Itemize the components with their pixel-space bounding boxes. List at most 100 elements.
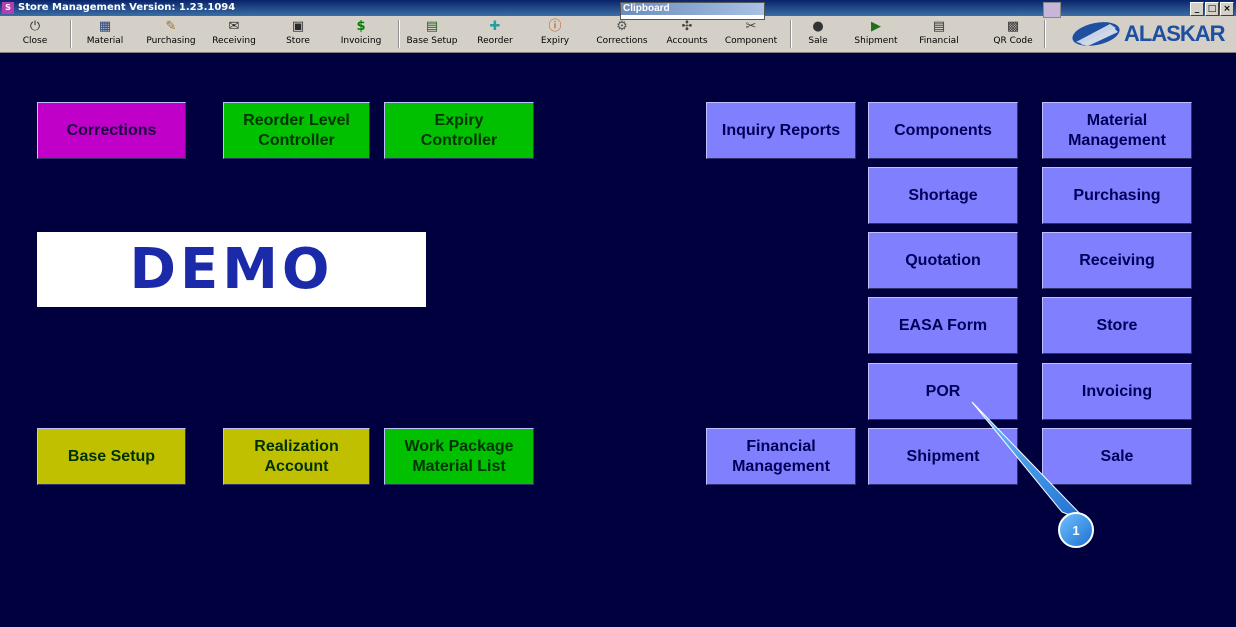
toolbar-expiry-label: Expiry	[540, 36, 570, 46]
base-setup-label: Base Setup	[67, 447, 156, 465]
toolbar-accounts-label: Accounts	[666, 36, 708, 46]
callout-badge	[1058, 512, 1094, 548]
plus-icon: ✚	[489, 19, 501, 34]
expiry-controller-button[interactable]: Expiry Controller	[384, 102, 534, 159]
reorder-label: Reorder Level Controller	[243, 111, 350, 149]
title-bar: S Store Management Version: 1.23.1094 _ …	[0, 0, 1236, 16]
logo-text: ALASKAR	[1124, 21, 1226, 46]
base-setup-icon: ▤	[425, 19, 439, 34]
demo-watermark: DEMO	[37, 232, 426, 307]
inquiry-label: Inquiry Reports	[721, 121, 841, 139]
easa-form-button[interactable]: EASA Form	[868, 297, 1018, 354]
sale-button[interactable]: Sale	[1042, 428, 1192, 485]
minimize-button[interactable]: _	[1190, 2, 1204, 16]
sale-label: Sale	[1100, 447, 1134, 465]
purchasing-button[interactable]: Purchasing	[1042, 167, 1192, 224]
toolbar-close-label: Close	[22, 36, 48, 46]
callout-number: 1	[1072, 523, 1079, 538]
toolbar-qr-code-button[interactable]: ▩ QR Code	[990, 18, 1036, 50]
truck-icon: ▶	[871, 19, 881, 34]
shortage-button[interactable]: Shortage	[868, 167, 1018, 224]
por-label: POR	[925, 382, 961, 400]
purchasing-label: Purchasing	[1073, 186, 1161, 204]
toolbar-sale-label: Sale	[808, 36, 828, 46]
app-icon: S	[2, 2, 14, 14]
toolbar-financial-button[interactable]: ▤ Financial	[912, 18, 966, 50]
clipboard-label: Clipboard	[621, 3, 764, 15]
work-package-material-list-button[interactable]: Work Package Material List	[384, 428, 534, 485]
toolbar-base-setup-button[interactable]: ▤ Base Setup	[404, 18, 460, 50]
clipboard-panel[interactable]: Clipboard	[620, 2, 765, 20]
shortage-label: Shortage	[908, 186, 978, 204]
logo-swoosh-icon	[1072, 22, 1120, 46]
accounts-icon: ✣	[681, 19, 693, 34]
demo-text: DEMO	[129, 237, 334, 302]
maximize-button[interactable]: □	[1205, 2, 1219, 16]
toolbar-component-button[interactable]: ✂ Component	[722, 18, 780, 50]
toolbar-store-label: Store	[286, 36, 310, 46]
components-label: Components	[894, 121, 992, 139]
toolbar-close-button[interactable]: ⏻ Close	[12, 18, 58, 50]
reorder-level-controller-button[interactable]: Reorder Level Controller	[223, 102, 370, 159]
toolbar-qr-code-label: QR Code	[993, 36, 1033, 46]
base-setup-button[interactable]: Base Setup	[37, 428, 186, 485]
components-button[interactable]: Components	[868, 102, 1018, 159]
toolbar-shipment-button[interactable]: ▶ Shipment	[850, 18, 902, 50]
store-label: Store	[1096, 316, 1138, 334]
toolbar-material-label: Material	[86, 36, 124, 46]
receiving-button[interactable]: Receiving	[1042, 232, 1192, 289]
toolbar-separator	[70, 20, 72, 48]
close-icon: ⏻	[29, 19, 41, 34]
toolbar-invoicing-button[interactable]: $ Invoicing	[334, 18, 388, 50]
quotation-button[interactable]: Quotation	[868, 232, 1018, 289]
toolbar: ⏻ Close ▦ Material ✎ Purchasing ✉ Receiv…	[0, 16, 1236, 53]
corrections-label: Corrections	[66, 121, 157, 139]
invoicing-button[interactable]: Invoicing	[1042, 363, 1192, 420]
financial-management-button[interactable]: Financial Management	[706, 428, 856, 485]
receiving-label: Receiving	[1079, 251, 1155, 269]
toolbar-reorder-button[interactable]: ✚ Reorder	[470, 18, 520, 50]
shipment-button[interactable]: Shipment	[868, 428, 1018, 485]
toolbar-separator	[398, 20, 400, 48]
easa-form-label: EASA Form	[898, 316, 988, 334]
expiry-label: Expiry Controller	[420, 111, 498, 149]
material-management-button[interactable]: Material Management	[1042, 102, 1192, 159]
dollar-icon: $	[356, 19, 366, 34]
quotation-label: Quotation	[905, 251, 981, 269]
corrections-button[interactable]: Corrections	[37, 102, 186, 159]
toolbar-corrections-label: Corrections	[596, 36, 648, 46]
window-controls: _ □ ×	[1190, 2, 1234, 16]
corrections-icon: ⚙	[616, 19, 628, 34]
toolbar-corrections-button[interactable]: ⚙ Corrections	[592, 18, 652, 50]
realization-account-button[interactable]: Realization Account	[223, 428, 370, 485]
invoicing-label: Invoicing	[1081, 382, 1153, 400]
component-icon: ✂	[745, 19, 757, 34]
toolbar-material-button[interactable]: ▦ Material	[80, 18, 130, 50]
toolbar-base-setup-label: Base Setup	[406, 36, 458, 46]
toolbar-separator	[1044, 20, 1046, 48]
toolbar-purchasing-button[interactable]: ✎ Purchasing	[143, 18, 199, 50]
toolbar-shipment-label: Shipment	[854, 36, 898, 46]
realization-label: Realization Account	[254, 437, 339, 475]
store-button[interactable]: Store	[1042, 297, 1192, 354]
toolbar-store-button[interactable]: ▣ Store	[270, 18, 326, 50]
window-title: Store Management Version: 1.23.1094	[18, 2, 236, 13]
clipboard-icon[interactable]	[1043, 2, 1061, 18]
por-button[interactable]: POR	[868, 363, 1018, 420]
toolbar-sale-button[interactable]: ● Sale	[798, 18, 838, 50]
qr-code-icon: ▩	[1006, 19, 1020, 34]
toolbar-separator	[790, 20, 792, 48]
toolbar-reorder-label: Reorder	[477, 36, 513, 46]
inquiry-reports-button[interactable]: Inquiry Reports	[706, 102, 856, 159]
purchasing-icon: ✎	[165, 19, 177, 34]
toolbar-accounts-button[interactable]: ✣ Accounts	[660, 18, 714, 50]
toolbar-financial-label: Financial	[919, 36, 959, 46]
material-icon: ▦	[98, 19, 112, 34]
toolbar-receiving-button[interactable]: ✉ Receiving	[208, 18, 260, 50]
info-icon: ⓘ	[548, 19, 562, 34]
store-icon: ▣	[291, 19, 305, 34]
toolbar-expiry-button[interactable]: ⓘ Expiry	[530, 18, 580, 50]
close-window-button[interactable]: ×	[1220, 2, 1234, 16]
financial-icon: ▤	[932, 19, 946, 34]
alaskar-logo: ALASKAR	[1070, 18, 1226, 50]
